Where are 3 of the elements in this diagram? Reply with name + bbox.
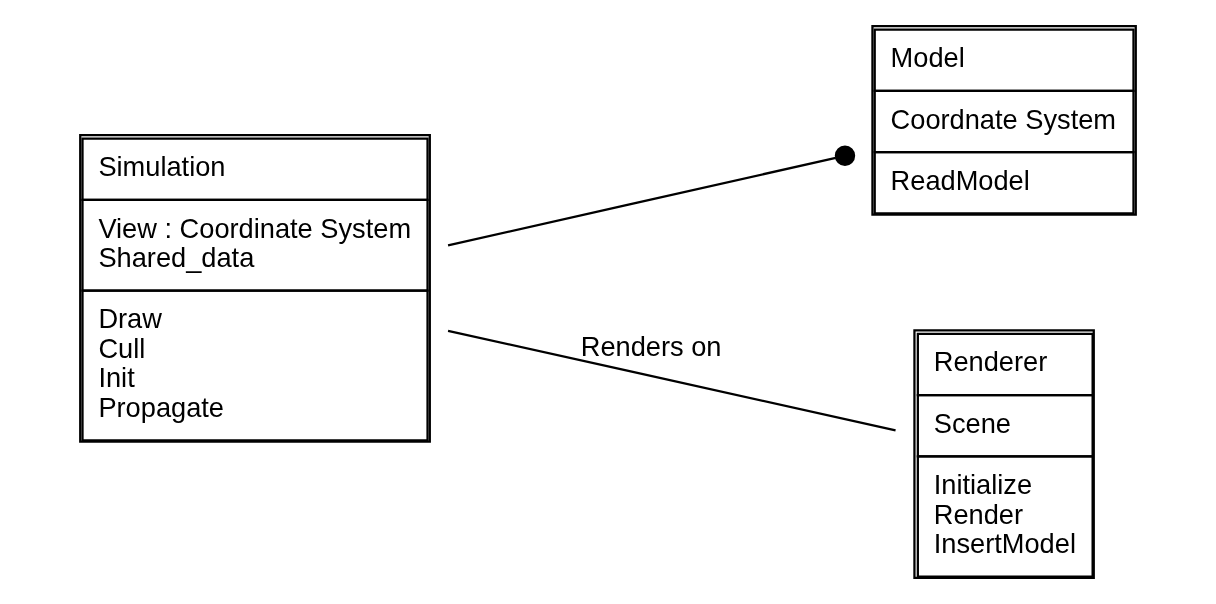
edge-label: Renders on bbox=[580, 330, 722, 362]
connector bbox=[447, 145, 856, 247]
connector bbox=[447, 329, 896, 432]
